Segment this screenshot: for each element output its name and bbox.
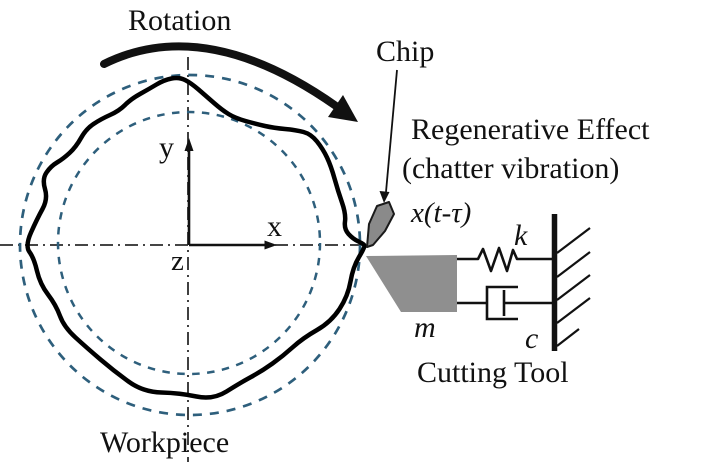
chip-pointer-arrowhead	[379, 191, 390, 203]
regenerative-effect-line2: (chatter vibration)	[402, 152, 619, 185]
chip-shape	[366, 201, 395, 248]
spring-damper-group: k c	[457, 219, 552, 355]
axes-group: y x z	[159, 131, 282, 277]
wall-hatch-4	[556, 297, 591, 324]
z-axis-label: z	[171, 245, 184, 277]
regenerative-effect-line1: Regenerative Effect	[411, 113, 650, 146]
x-axis-arrowhead	[264, 240, 277, 250]
y-axis-label: y	[159, 131, 174, 164]
wall-group	[551, 214, 591, 351]
wall-hatch-1	[556, 227, 591, 254]
stiffness-label: k	[514, 219, 528, 252]
delayed-displacement-label: x(t-τ)	[410, 197, 471, 229]
outer-dashed-circle	[18, 73, 362, 417]
workpiece-label: Workpiece	[100, 426, 229, 459]
chip-pointer-line	[385, 69, 398, 193]
workpiece-outline	[25, 75, 367, 400]
inner-dashed-circle	[56, 110, 322, 376]
chip-group: Chip	[366, 35, 434, 248]
annotations-group: Regenerative Effect (chatter vibration) …	[100, 113, 650, 459]
mass-label: m	[414, 311, 436, 344]
rotation-arrowhead	[328, 95, 358, 122]
rotation-label: Rotation	[128, 4, 231, 37]
y-axis-arrowhead	[184, 138, 194, 151]
wall-hatch-5	[556, 328, 580, 347]
damper-cylinder	[485, 285, 518, 321]
tool-group: m	[366, 255, 457, 344]
reference-circles-group	[18, 73, 362, 417]
spring	[457, 246, 552, 273]
tool-body	[366, 255, 457, 312]
x-axis-label: x	[267, 210, 282, 243]
chip-label: Chip	[376, 35, 434, 68]
rotation-group: Rotation	[100, 4, 358, 122]
cutting-tool-label: Cutting Tool	[417, 356, 569, 389]
rotation-arrow-arc	[100, 42, 340, 110]
wall-hatch-2	[556, 251, 591, 278]
wall-hatch-3	[556, 274, 591, 301]
damping-label: c	[525, 322, 538, 355]
